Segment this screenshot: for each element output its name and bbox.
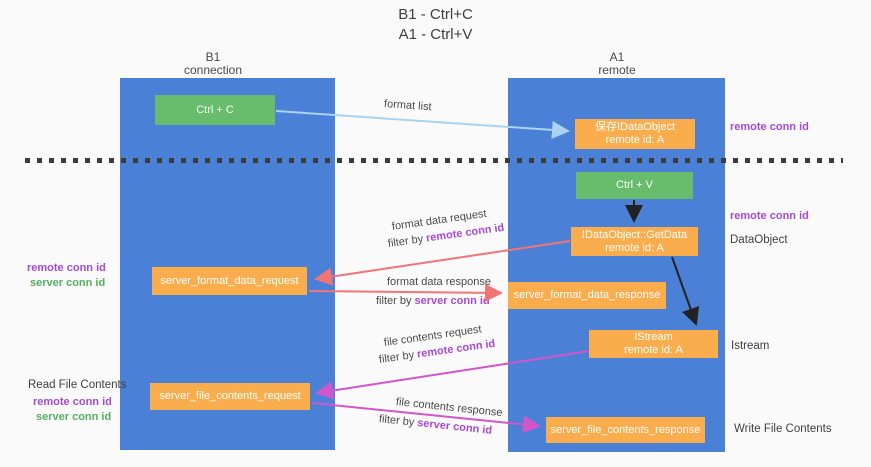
- getdata-line1: IDataObject::GetData: [581, 228, 688, 241]
- format-data-response-arrow-label: format data response: [387, 276, 491, 288]
- ctrl-v-box: Ctrl + V: [576, 172, 693, 199]
- server-file-contents-request-label: server_file_contents_request: [159, 390, 301, 402]
- filter-highlight: server conn id: [414, 295, 490, 307]
- istream-side-label: Istream: [731, 340, 770, 352]
- title-line-2: A1 - Ctrl+V: [398, 26, 473, 43]
- server-conn-id-label-left-bottom: server conn id: [36, 411, 112, 423]
- lane-a1-name: A1: [609, 50, 625, 64]
- filter-by-text: filter by: [378, 413, 415, 429]
- lane-header-a1: A1 remote: [522, 51, 712, 77]
- save-idataobject-box: 保存IDataObject remote id: A: [575, 119, 695, 149]
- title-line-1: B1 - Ctrl+C: [398, 6, 473, 23]
- ctrl-c-label: Ctrl + C: [196, 103, 234, 116]
- format-data-response-arrow: [308, 283, 503, 302]
- server-file-contents-response-label: server_file_contents_response: [550, 423, 701, 436]
- ctrl-v-label: Ctrl + V: [616, 179, 653, 191]
- diagram-title: B1 - Ctrl+C A1 - Ctrl+V: [0, 5, 871, 45]
- istream-box: IStream remote id: A: [589, 330, 718, 358]
- istream-line2: remote id: A: [624, 344, 683, 356]
- lane-a1-role: remote: [598, 63, 636, 77]
- read-file-contents-label: Read File Contents: [28, 379, 127, 391]
- server-file-contents-response-box: server_file_contents_response: [546, 417, 705, 443]
- remote-conn-id-label-right-mid: remote conn id: [730, 210, 809, 222]
- server-format-data-request-label: server_format_data_request: [160, 274, 299, 287]
- lane-b1-role: connection: [183, 63, 243, 77]
- remote-conn-id-label-left-top: remote conn id: [27, 262, 106, 274]
- lane-b1-name: B1: [205, 50, 221, 64]
- save-idataobject-line1: 保存IDataObject: [594, 121, 676, 133]
- save-idataobject-line2: remote id: A: [605, 134, 665, 146]
- format-list-arrow-label: format list: [383, 98, 432, 114]
- filter-highlight: server conn id: [416, 417, 493, 437]
- istream-line1: IStream: [634, 331, 673, 343]
- write-file-contents-label: Write File Contents: [734, 423, 832, 435]
- ctrl-c-box: Ctrl + C: [155, 95, 275, 125]
- server-file-contents-request-box: server_file_contents_request: [150, 383, 310, 410]
- server-format-data-request-box: server_format_data_request: [152, 267, 307, 295]
- remote-conn-id-label-left-bottom: remote conn id: [33, 396, 112, 408]
- filter-by-text: filter by: [387, 233, 424, 250]
- dataobject-label: DataObject: [730, 234, 788, 246]
- server-conn-id-label-left-top: server conn id: [30, 277, 106, 289]
- getdata-line2: remote id: A: [605, 241, 664, 254]
- idataobject-getdata-box: IDataObject::GetData remote id: A: [571, 227, 698, 256]
- remote-conn-id-label-right-top: remote conn id: [730, 121, 809, 133]
- server-format-data-response-box: server_format_data_response: [508, 282, 666, 309]
- dashed-separator-line: [25, 158, 843, 163]
- lane-header-b1: B1 connection: [118, 51, 308, 77]
- filter-by-text: filter by: [376, 295, 412, 307]
- filter-by-text: filter by: [378, 349, 415, 366]
- server-format-data-response-label: server_format_data_response: [513, 289, 661, 301]
